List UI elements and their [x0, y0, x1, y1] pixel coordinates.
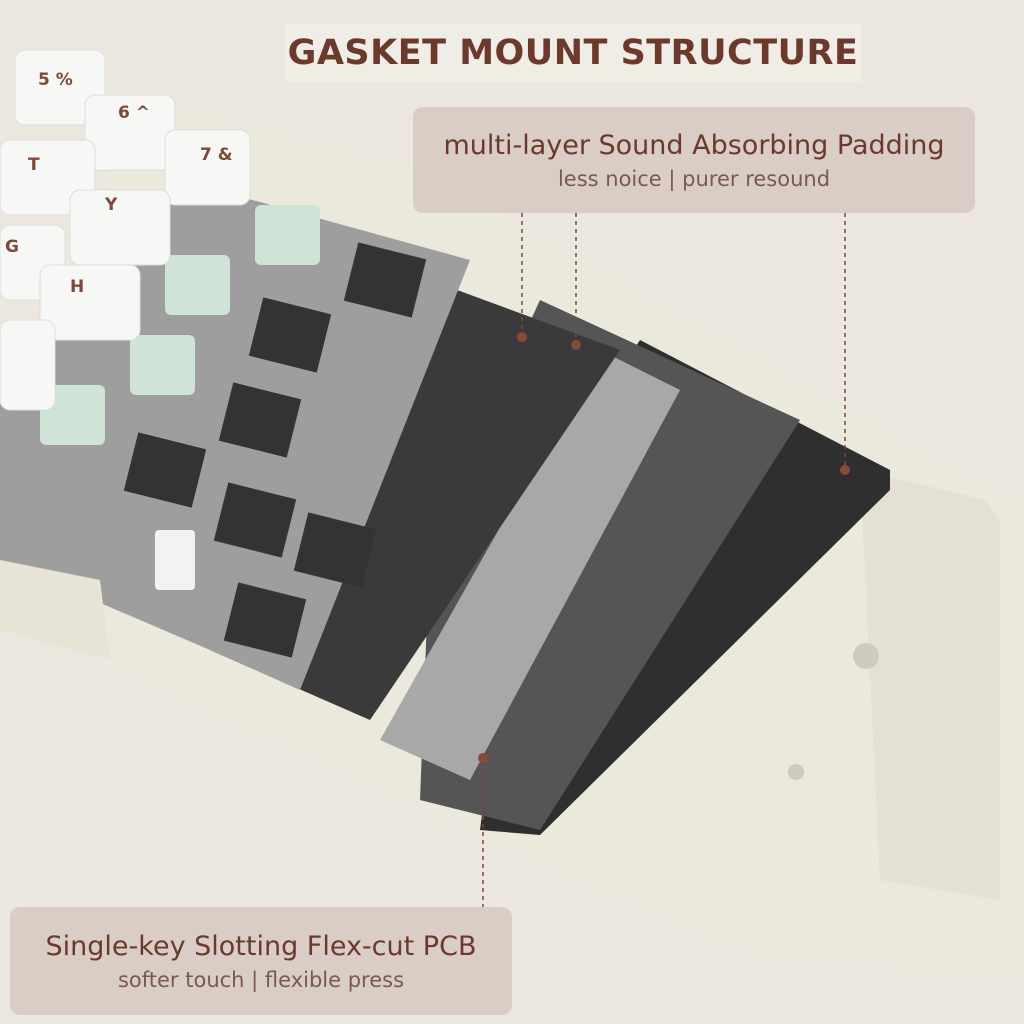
- callout-title: multi-layer Sound Absorbing Padding: [443, 129, 945, 161]
- callout-subtitle: less noice | purer resound: [557, 166, 831, 191]
- leader-dots: [478, 332, 850, 763]
- keycap-5: 5 %: [38, 70, 73, 90]
- keycaps: [0, 49, 251, 411]
- case-inner-wall: [860, 470, 1000, 900]
- screw-hole: [853, 643, 879, 669]
- page-title: GASKET MOUNT STRUCTURE: [287, 33, 859, 73]
- callout-padding: multi-layer Sound Absorbing Padding less…: [413, 107, 975, 213]
- keycap-t: T: [28, 155, 40, 175]
- leader-lines: [482, 213, 846, 907]
- callout-title: Single-key Slotting Flex-cut PCB: [45, 930, 477, 962]
- keycap-y: Y: [104, 195, 118, 215]
- screw-hole: [788, 764, 804, 780]
- case-front-wall: [0, 560, 110, 660]
- keycap-7: 7 &: [200, 145, 233, 165]
- callout-pcb: Single-key Slotting Flex-cut PCB softer …: [10, 907, 512, 1015]
- switches: [40, 205, 320, 590]
- callout-subtitle: softer touch | flexible press: [117, 967, 405, 992]
- keycap-g: G: [5, 237, 19, 257]
- plate-cutouts: [123, 242, 427, 658]
- padding-layer-light: [380, 350, 680, 780]
- keycap-6: 6 ^: [118, 103, 150, 123]
- title-banner: GASKET MOUNT STRUCTURE: [285, 24, 861, 82]
- keycap-h: H: [70, 277, 84, 297]
